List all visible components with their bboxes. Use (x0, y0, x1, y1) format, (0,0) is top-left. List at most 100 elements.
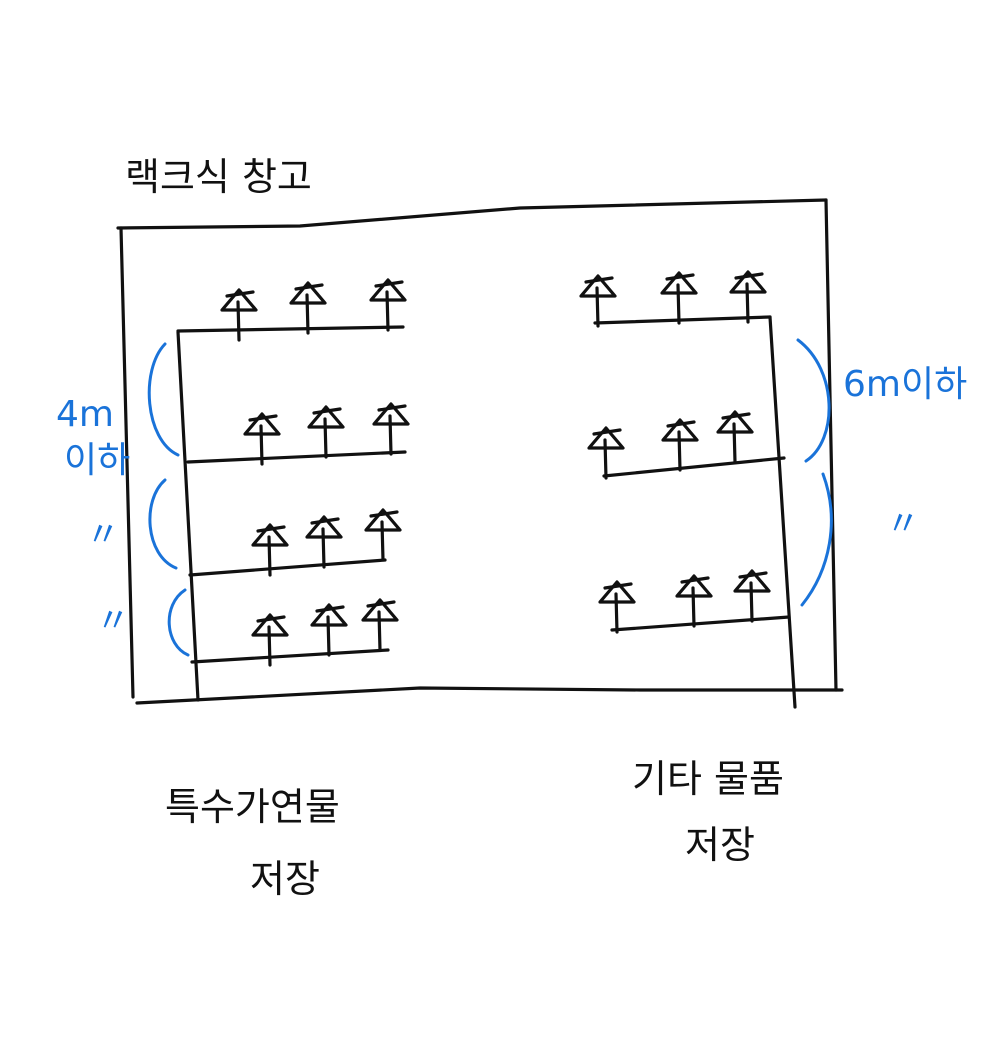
sprinkler-drop-pipe (732, 422, 737, 464)
sprinkler-frame (665, 273, 695, 281)
sprinkler-drop-pipe (676, 283, 681, 325)
sprinkler-deflector (251, 523, 289, 547)
sprinkler-deflector (579, 274, 617, 298)
sprinkler-frame (721, 412, 751, 420)
sprinkler-head-icon (587, 426, 625, 480)
left-caption-line2: 저장 (250, 857, 320, 901)
sprinkler-deflector (361, 598, 399, 622)
sprinkler-drop-pipe (377, 610, 382, 652)
sprinkler-frame (310, 517, 340, 525)
left-bracket-middle (148, 478, 178, 570)
sprinkler-deflector (289, 281, 327, 305)
sprinkler-head-icon (733, 569, 771, 623)
sprinkler-drop-pipe (326, 615, 331, 657)
sprinkler-frame (294, 283, 324, 291)
left-ditto-mark-2: 〃 (96, 601, 130, 641)
sprinkler-frame (592, 428, 622, 436)
left-rack (176, 325, 407, 702)
sprinkler-head-icon (243, 412, 281, 466)
sprinkler-head-icon (361, 598, 399, 652)
sprinkler-frame (366, 600, 396, 608)
sprinkler-drop-pipe (388, 414, 393, 456)
diagram-title: 랙크식 창고 (125, 155, 312, 199)
sprinkler-frame (256, 615, 286, 623)
sprinkler-deflector (364, 508, 402, 532)
sprinkler-drop-pipe (614, 592, 619, 634)
left-ditto-mark-1: 〃 (86, 515, 120, 555)
right-caption-line1: 기타 물품 (632, 757, 784, 801)
sprinkler-head-icon (251, 613, 289, 667)
sprinkler-head-icon (716, 410, 754, 464)
sprinkler-head-icon (364, 508, 402, 562)
sprinkler-frame (603, 582, 633, 590)
sprinkler-frame (680, 576, 710, 584)
height-annotations (147, 338, 833, 657)
sprinkler-frame (225, 290, 255, 298)
sprinkler-head-icon (729, 270, 767, 324)
sprinkler-drop-pipe (385, 290, 390, 332)
sprinkler-deflector (220, 288, 258, 312)
sprinkler-drop-pipe (380, 520, 385, 562)
sprinkler-head-icon (675, 574, 713, 628)
left-caption-line1: 특수가연물 (165, 785, 340, 829)
sprinkler-head-icon (372, 402, 410, 456)
right-bracket-bottom (800, 472, 833, 607)
sprinkler-drop-pipe (305, 293, 310, 335)
sprinkler-group (220, 270, 771, 667)
sprinkler-deflector (729, 270, 767, 294)
sprinkler-deflector (305, 515, 343, 539)
sprinkler-drop-pipe (323, 417, 328, 459)
sprinkler-frame (666, 420, 696, 428)
sprinkler-head-icon (289, 281, 327, 335)
sprinkler-head-icon (369, 278, 407, 332)
sprinkler-frame (369, 510, 399, 518)
left-height-label-line2: 이하 (64, 440, 130, 481)
sprinkler-head-icon (310, 603, 348, 657)
sprinkler-head-icon (579, 274, 617, 328)
sprinkler-deflector (307, 405, 345, 429)
sprinkler-deflector (372, 402, 410, 426)
sprinkler-head-icon (251, 523, 289, 577)
warehouse-outline (116, 198, 844, 705)
sprinkler-head-icon (660, 271, 698, 325)
sprinkler-deflector (598, 580, 636, 604)
sprinkler-deflector (243, 412, 281, 436)
sprinkler-head-icon (598, 580, 636, 634)
sprinkler-deflector (310, 603, 348, 627)
sprinkler-frame (248, 414, 278, 422)
sprinkler-drop-pipe (691, 586, 696, 628)
sprinkler-frame (738, 571, 768, 579)
sprinkler-drop-pipe (595, 286, 600, 328)
sprinkler-drop-pipe (677, 430, 682, 472)
right-ditto-mark: 〃 (886, 504, 920, 544)
sprinkler-head-icon (307, 405, 345, 459)
sprinkler-head-icon (305, 515, 343, 569)
sprinkler-deflector (661, 418, 699, 442)
left-bracket-bottom (167, 588, 190, 657)
sprinkler-drop-pipe (236, 300, 241, 342)
right-bracket-top (796, 338, 831, 463)
sprinkler-drop-pipe (749, 581, 754, 623)
sprinkler-drop-pipe (259, 424, 264, 466)
sprinkler-deflector (369, 278, 407, 302)
left-bracket-top (147, 342, 180, 457)
sprinkler-drop-pipe (267, 625, 272, 667)
sprinkler-deflector (660, 271, 698, 295)
sprinkler-frame (312, 407, 342, 415)
left-height-label-line1: 4m (56, 394, 114, 435)
sprinkler-deflector (716, 410, 754, 434)
sprinkler-head-icon (661, 418, 699, 472)
sprinkler-deflector (587, 426, 625, 450)
sprinkler-deflector (675, 574, 713, 598)
sprinkler-frame (256, 525, 286, 533)
sprinkler-frame (584, 276, 614, 284)
right-rack (593, 315, 797, 709)
sprinkler-drop-pipe (321, 527, 326, 569)
sprinkler-frame (374, 280, 404, 288)
right-caption-line2: 저장 (685, 823, 755, 867)
sprinkler-frame (734, 272, 764, 280)
sprinkler-frame (377, 404, 407, 412)
sprinkler-frame (315, 605, 345, 613)
sprinkler-deflector (251, 613, 289, 637)
